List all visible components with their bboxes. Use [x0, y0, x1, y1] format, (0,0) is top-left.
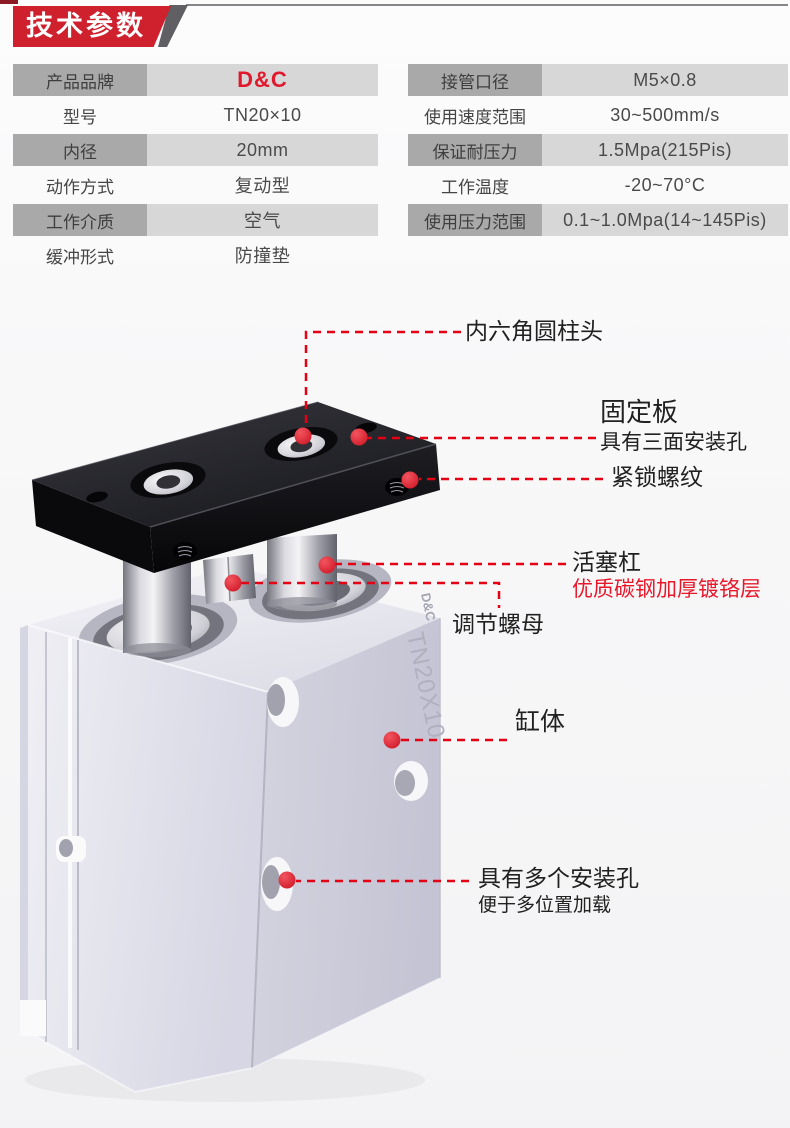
spec-label: 保证耐压力	[408, 134, 542, 166]
annotation-sublabel: 优质碳钢加厚镀铬层	[572, 578, 761, 602]
spec-label: 接管口径	[408, 64, 542, 96]
table-row: 型号 TN20×10	[13, 99, 378, 131]
top-left-red-accent	[0, 0, 18, 4]
spec-table-left: 产品品牌 D&C 型号 TN20×10 内径 20mm 动作方式 复动型 工作介…	[13, 64, 378, 274]
spec-label: 工作介质	[13, 204, 147, 236]
annotation-adjust-nut: 调节螺母	[452, 611, 544, 637]
spec-value: 防撞垫	[234, 246, 291, 266]
annotation-label: 具有多个安装孔	[478, 865, 639, 891]
spec-value: -20~70°C	[624, 174, 706, 195]
annotation-mounting-holes: 具有多个安装孔 便于多位置加载	[478, 865, 639, 917]
annotation-hex-head: 内六角圆柱头	[465, 318, 603, 344]
annotation-sublabel: 便于多位置加载	[478, 895, 612, 917]
table-row: 产品品牌 D&C	[13, 64, 378, 96]
piston-rods	[123, 534, 337, 657]
section-title-banner: 技术参数	[13, 6, 171, 47]
spec-label: 内径	[13, 134, 147, 166]
header-rule-line	[186, 4, 788, 6]
annotation-cylinder-body: 缸体	[515, 708, 565, 737]
annotation-leaders	[241, 330, 603, 883]
annotation-label: 缸体	[515, 708, 566, 736]
table-row: 工作介质 空气	[13, 204, 378, 236]
table-row: 使用压力范围 0.1~1.0Mpa(14~145Pis)	[408, 204, 788, 236]
annotation-dots	[224, 427, 419, 889]
brand-logo: D&C	[147, 64, 378, 96]
annotation-sublabel: 具有三面安装孔	[600, 430, 747, 454]
annotation-label: 活塞杠	[572, 549, 641, 575]
spec-label: 动作方式	[46, 177, 114, 197]
table-row: 工作温度 -20~70°C	[408, 169, 788, 201]
spec-value: 复动型	[234, 176, 291, 196]
spec-value: 空气	[147, 204, 378, 236]
table-row: 缓冲形式 防撞垫	[13, 239, 378, 271]
annotation-label: 调节螺母	[452, 611, 544, 637]
spec-label: 使用速度范围	[424, 107, 526, 127]
spec-label: 产品品牌	[13, 64, 147, 96]
annotation-lock-thread: 紧锁螺纹	[611, 464, 703, 490]
table-row: 接管口径 M5×0.8	[408, 64, 788, 96]
table-row: 内径 20mm	[13, 134, 378, 166]
annotation-label: 固定板	[600, 397, 679, 427]
spec-value: 30~500mm/s	[610, 104, 720, 125]
annotation-label: 紧锁螺纹	[611, 464, 703, 490]
section-title: 技术参数	[26, 11, 146, 41]
spec-value: 20mm	[147, 134, 378, 166]
annotation-fixing-plate: 固定板 具有三面安装孔	[600, 397, 747, 455]
spec-label: 型号	[63, 107, 97, 127]
fixing-plate-shape	[31, 401, 440, 573]
table-row: 使用速度范围 30~500mm/s	[408, 99, 788, 131]
spec-value: 0.1~1.0Mpa(14~145Pis)	[542, 204, 788, 236]
spec-label: 缓冲形式	[46, 247, 114, 267]
annotation-label: 内六角圆柱头	[465, 318, 603, 344]
spec-label: 使用压力范围	[408, 204, 542, 236]
body-logo-marking: D&C	[418, 592, 439, 623]
spec-table-right: 接管口径 M5×0.8 使用速度范围 30~500mm/s 保证耐压力 1.5M…	[408, 64, 788, 239]
spec-label: 工作温度	[441, 177, 509, 197]
spec-value: TN20×10	[223, 104, 302, 125]
spec-value: 1.5Mpa(215Pis)	[542, 134, 788, 166]
cylinder-body-shape: D&C TN20X10	[20, 559, 450, 1094]
table-row: 动作方式 复动型	[13, 169, 378, 201]
spec-value: M5×0.8	[542, 64, 788, 96]
annotation-piston-rod: 活塞杠 优质碳钢加厚镀铬层	[572, 549, 761, 603]
table-row: 保证耐压力 1.5Mpa(215Pis)	[408, 134, 788, 166]
